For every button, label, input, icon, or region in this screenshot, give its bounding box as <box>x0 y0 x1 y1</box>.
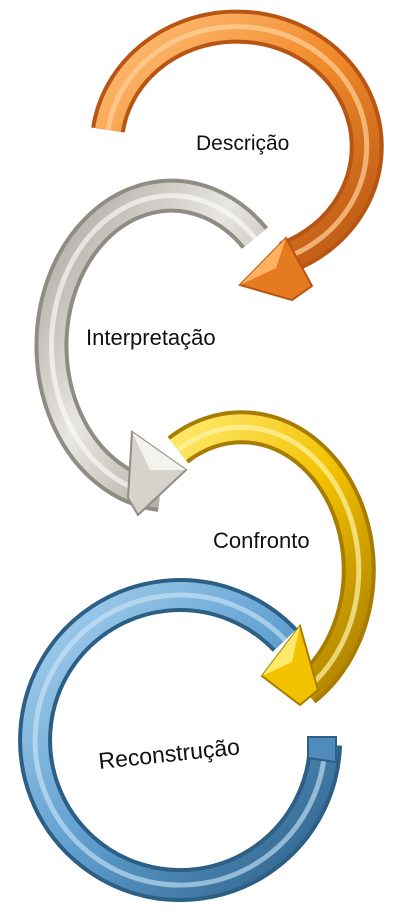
stage-label-descricao: Descrição <box>196 132 290 155</box>
stage-arrow-reconstrucao <box>18 578 342 903</box>
stage-arrow-confronto <box>167 410 376 707</box>
stage-label-confronto: Confronto <box>213 528 310 553</box>
stage-label-interpretacao: Interpretação <box>86 325 216 350</box>
stage-arrow-descricao <box>91 9 384 302</box>
stage-arrow-interpretacao <box>34 178 269 517</box>
